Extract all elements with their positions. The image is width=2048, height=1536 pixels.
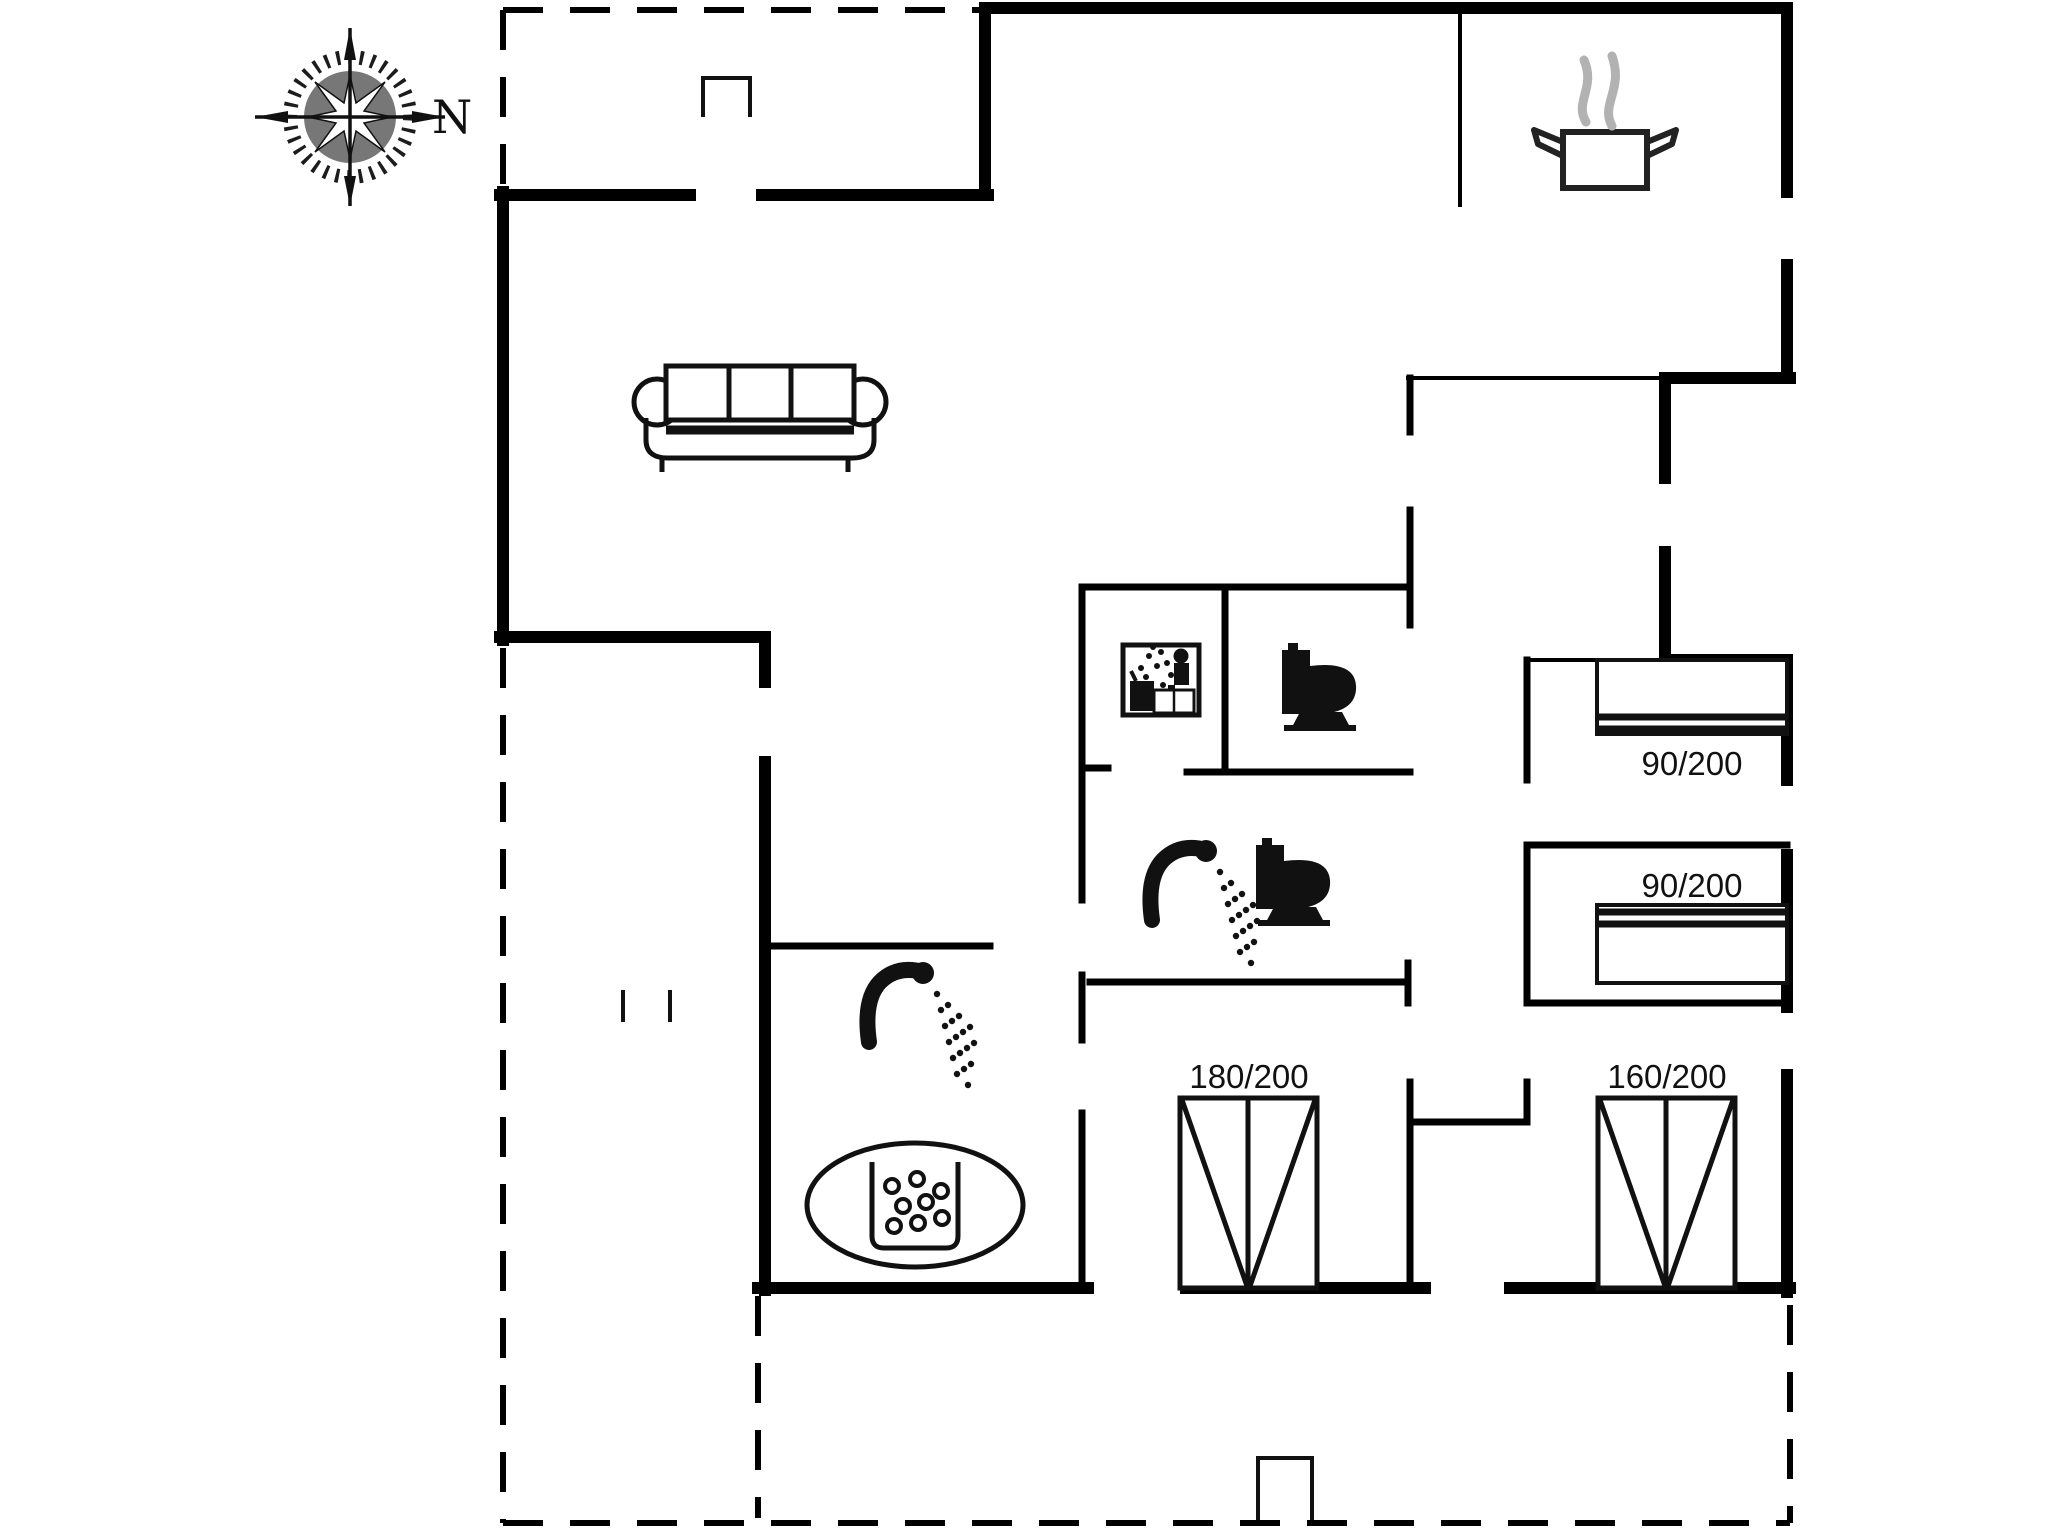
bed-size-label: 90/200: [1642, 867, 1743, 904]
terrace-door-marker-icon: [1256, 1456, 1314, 1520]
compass-rose-icon: [255, 28, 445, 206]
shower-icon: [859, 962, 978, 1089]
whirlpool-tub-icon: [804, 1140, 1026, 1270]
bed-size-label: 90/200: [1642, 745, 1743, 782]
exterior-walls: [494, 2, 1796, 1298]
terrace-door-marker-icon: [701, 76, 752, 117]
bed-size-label: 160/200: [1607, 1058, 1726, 1095]
double-bed: [1177, 1095, 1320, 1291]
thin-partitions: [1406, 10, 1667, 662]
interior-walls: [761, 374, 1791, 1292]
terrace-dashed-outline: [500, 7, 1793, 1526]
toilet-icon: [1256, 838, 1331, 926]
cooking-pot-icon: [1531, 51, 1679, 191]
bed-size-label: 180/200: [1189, 1058, 1308, 1095]
sofa-icon: [631, 363, 889, 472]
compass-north-label: N: [432, 90, 472, 144]
single-bed-1: [1595, 658, 1789, 736]
terrace-opening-ticks-icon: [621, 990, 672, 1022]
shower-icon: [1142, 840, 1261, 967]
single-bed-2: [1595, 903, 1789, 985]
toilet-icon: [1282, 643, 1357, 731]
queen-bed: [1595, 1095, 1738, 1291]
sauna-icon: [1120, 642, 1202, 718]
